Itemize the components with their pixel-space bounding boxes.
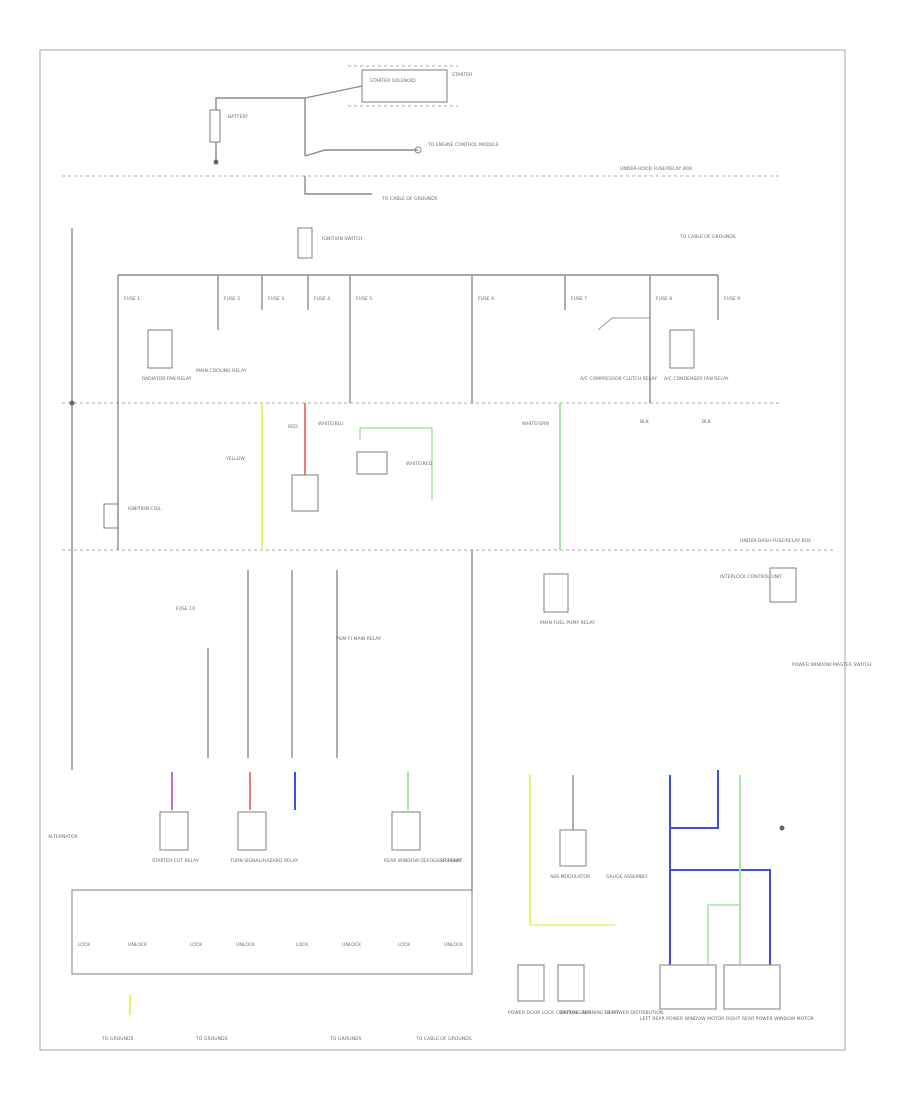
underhood-fuse-label: UNDER-HOOD FUSE/RELAY BOX xyxy=(620,166,692,172)
fuse-10-label: FUSE 10 xyxy=(176,606,195,612)
blue-wire-loop xyxy=(670,770,719,829)
starter-solenoid-label: STARTER SOLENOID xyxy=(370,78,416,84)
alternator-label: ALTERNATOR xyxy=(48,834,79,840)
right-rear-label: RIGHT REAR POWER WINDOW MOTOR xyxy=(726,1016,815,1022)
power-door-lock-label: POWER DOOR LOCK CONTROL UNIT xyxy=(508,1010,591,1016)
ac-compressor-label: A/C COMPRESSOR CLUTCH RELAY xyxy=(580,376,657,382)
daytime-running-box xyxy=(557,964,585,1002)
door-lock-switch-panel xyxy=(71,889,473,975)
to-ecm-label: TO ENGINE CONTROL MODULE xyxy=(427,142,499,148)
left-rear-label: LEFT REAR POWER WINDOW MOTOR xyxy=(640,1016,725,1022)
power-door-lock-box xyxy=(517,964,545,1002)
white-blue-label: WHITE/BLU xyxy=(318,421,343,427)
ecm-connector xyxy=(414,146,422,154)
blk-label-2: BLK xyxy=(702,419,712,425)
ignition-switch-symbol xyxy=(297,227,313,259)
srs-label: SRS UNIT xyxy=(440,858,462,864)
unlock-label-1: UNLOCK xyxy=(128,942,148,948)
main-fuse-feed xyxy=(304,176,372,195)
radiator-fan-relay-label: RADIATOR FAN RELAY xyxy=(142,376,192,382)
main-cooling-label: MAIN COOLING RELAY xyxy=(196,368,247,374)
unlock-label-4: UNLOCK xyxy=(444,942,464,948)
turn-signal-label: TURN SIGNAL/HAZARD RELAY xyxy=(229,858,298,864)
to-cable-label: TO CABLE OF GROUNDS xyxy=(381,196,438,202)
fuse-1-label: FUSE 1 xyxy=(124,296,140,302)
left-rear-motor-box xyxy=(659,964,717,1010)
ac-compressor-switch xyxy=(597,317,650,331)
lock-label-1: LOCK xyxy=(78,942,91,948)
to-grounds-label-2: TO GROUNDS xyxy=(195,1036,228,1042)
to-power-dist-label: TO POWER DISTRIBUTION xyxy=(603,1010,663,1016)
to-cable-grounds-label: TO CABLE OF GROUNDS xyxy=(679,234,736,240)
blk-label-1: BLK xyxy=(640,419,650,425)
pgm-fi-main-label: PGM-FI MAIN RELAY xyxy=(336,636,381,642)
underdash-fuse-label: UNDER-DASH FUSE/RELAY BOX xyxy=(740,538,811,544)
blue-wire-bottom xyxy=(670,869,771,965)
radiator-fan-relay-box xyxy=(147,329,173,369)
fuse-4-label: FUSE 4 xyxy=(314,296,330,302)
green-wire-loop xyxy=(707,904,740,965)
fuse-5-label: FUSE 5 xyxy=(356,296,372,302)
abs-box xyxy=(559,829,587,867)
battery-label: BATTERY xyxy=(228,114,248,120)
right-rear-motor-box xyxy=(723,964,781,1010)
ignition-coil-label: IGNITION COIL xyxy=(128,506,162,512)
main-fuel-pump-relay-box xyxy=(543,573,569,613)
alternator-junction xyxy=(69,400,75,406)
lock-label-3: LOCK xyxy=(296,942,309,948)
interlock-box xyxy=(769,567,797,603)
starter-cut-relay-box xyxy=(159,811,189,851)
battery-symbol xyxy=(209,109,221,143)
interlock-label: INTERLOCK CONTROL UNIT xyxy=(720,574,782,580)
fuse-8-label: FUSE 8 xyxy=(656,296,672,302)
white-grn-label: WHITE/GRN xyxy=(522,421,549,427)
ignition-switch-label: IGNITION SWITCH xyxy=(322,236,362,242)
main-fuel-pump-label: MAIN FUEL PUMP RELAY xyxy=(540,620,595,626)
to-grounds-label-1: TO GROUNDS xyxy=(101,1036,134,1042)
gauge-label: GAUGE ASSEMBLY xyxy=(606,874,648,880)
fuse-3-label: FUSE 3 xyxy=(268,296,284,302)
battery-cable xyxy=(215,97,306,162)
green-wire-relay xyxy=(359,427,433,500)
ground-dot-right xyxy=(779,825,785,831)
fuse-9-label: FUSE 9 xyxy=(724,296,740,302)
fuse-7-label: FUSE 7 xyxy=(571,296,587,302)
fuse-2-label: FUSE 2 xyxy=(224,296,240,302)
unlock-label-2: UNLOCK xyxy=(236,942,256,948)
yellow-label: YELLOW xyxy=(225,456,245,462)
battery-ground xyxy=(213,159,219,165)
daytime-label: DAYTIME RUNNING LIGHT xyxy=(560,1010,619,1016)
engine-control-feed xyxy=(304,149,418,157)
diagram-frame xyxy=(39,49,846,1051)
ac-condenser-label: A/C CONDENSER FAN RELAY xyxy=(664,376,729,382)
main-fuse-relay-box xyxy=(291,474,319,512)
battery-to-starter xyxy=(304,85,363,99)
rear-defogger-relay-box xyxy=(391,811,421,851)
white-red-label: WHITE/RED xyxy=(406,461,433,467)
ac-condenser-relay-box xyxy=(669,329,695,369)
starter-label: STARTER xyxy=(452,72,473,78)
unlock-label-3: UNLOCK xyxy=(342,942,362,948)
abs-label: ABS MODULATOR xyxy=(550,874,591,880)
power-window-label: POWER WINDOW MASTER SWITCH xyxy=(792,662,871,668)
starter-solenoid-box xyxy=(361,69,448,103)
fuse-6-label: FUSE 6 xyxy=(478,296,494,302)
starter-cut-label: STARTER CUT RELAY xyxy=(152,858,199,864)
ignition-coil-box xyxy=(103,503,119,529)
rear-defogger-label: REAR WINDOW DEFOGGER RELAY xyxy=(384,858,462,864)
lock-label-4: LOCK xyxy=(398,942,411,948)
to-cable-grounds-bottom: TO CABLE OF GROUNDS xyxy=(415,1036,472,1042)
turn-signal-relay-box xyxy=(237,811,267,851)
red-label: RED xyxy=(288,424,298,430)
lock-label-2: LOCK xyxy=(190,942,203,948)
fuel-relay-box xyxy=(356,451,388,475)
to-grounds-label-3: TO GROUNDS xyxy=(329,1036,362,1042)
